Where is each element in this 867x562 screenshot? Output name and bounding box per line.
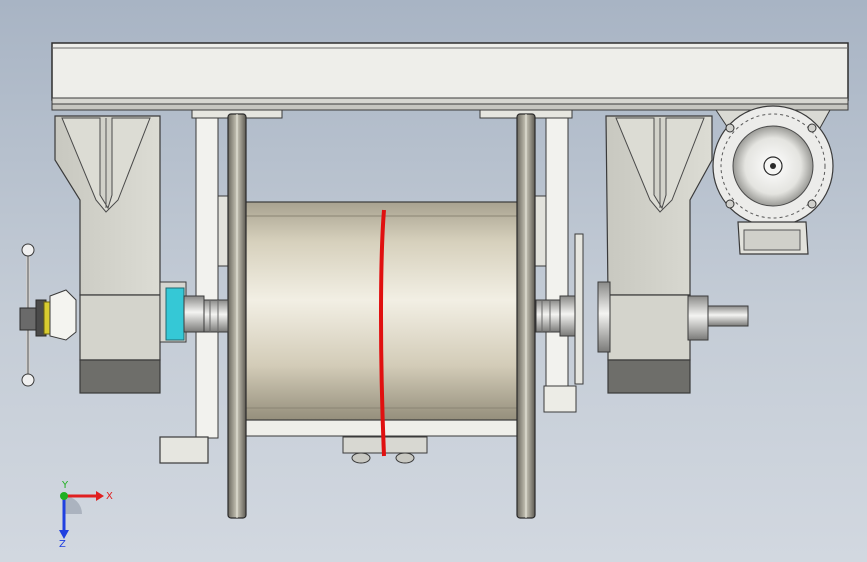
left-pedestal[interactable]: [54, 115, 161, 394]
right-drum-flange[interactable]: [516, 113, 536, 519]
y-axis-label: Y: [61, 480, 69, 491]
bottom-rail[interactable]: [159, 385, 577, 464]
x-axis-arrowhead: [96, 491, 104, 501]
handwheel[interactable]: [19, 243, 77, 387]
z-axis-arrowhead: [59, 530, 69, 539]
z-axis-label: Z: [59, 539, 66, 548]
right-pedestal[interactable]: [605, 115, 713, 394]
right-shaft-hub[interactable]: [535, 233, 749, 385]
triad-plane-icon: [64, 496, 82, 514]
left-drum-flange[interactable]: [227, 113, 247, 519]
left-shaft-hub[interactable]: [159, 281, 229, 343]
drum-strap: [379, 209, 386, 457]
coordinate-triad: X Y Z: [59, 480, 113, 548]
top-frame-beam[interactable]: [51, 42, 849, 119]
y-axis-dot: [60, 492, 68, 500]
drive-motor[interactable]: [712, 105, 834, 255]
x-axis-label: X: [106, 491, 113, 502]
